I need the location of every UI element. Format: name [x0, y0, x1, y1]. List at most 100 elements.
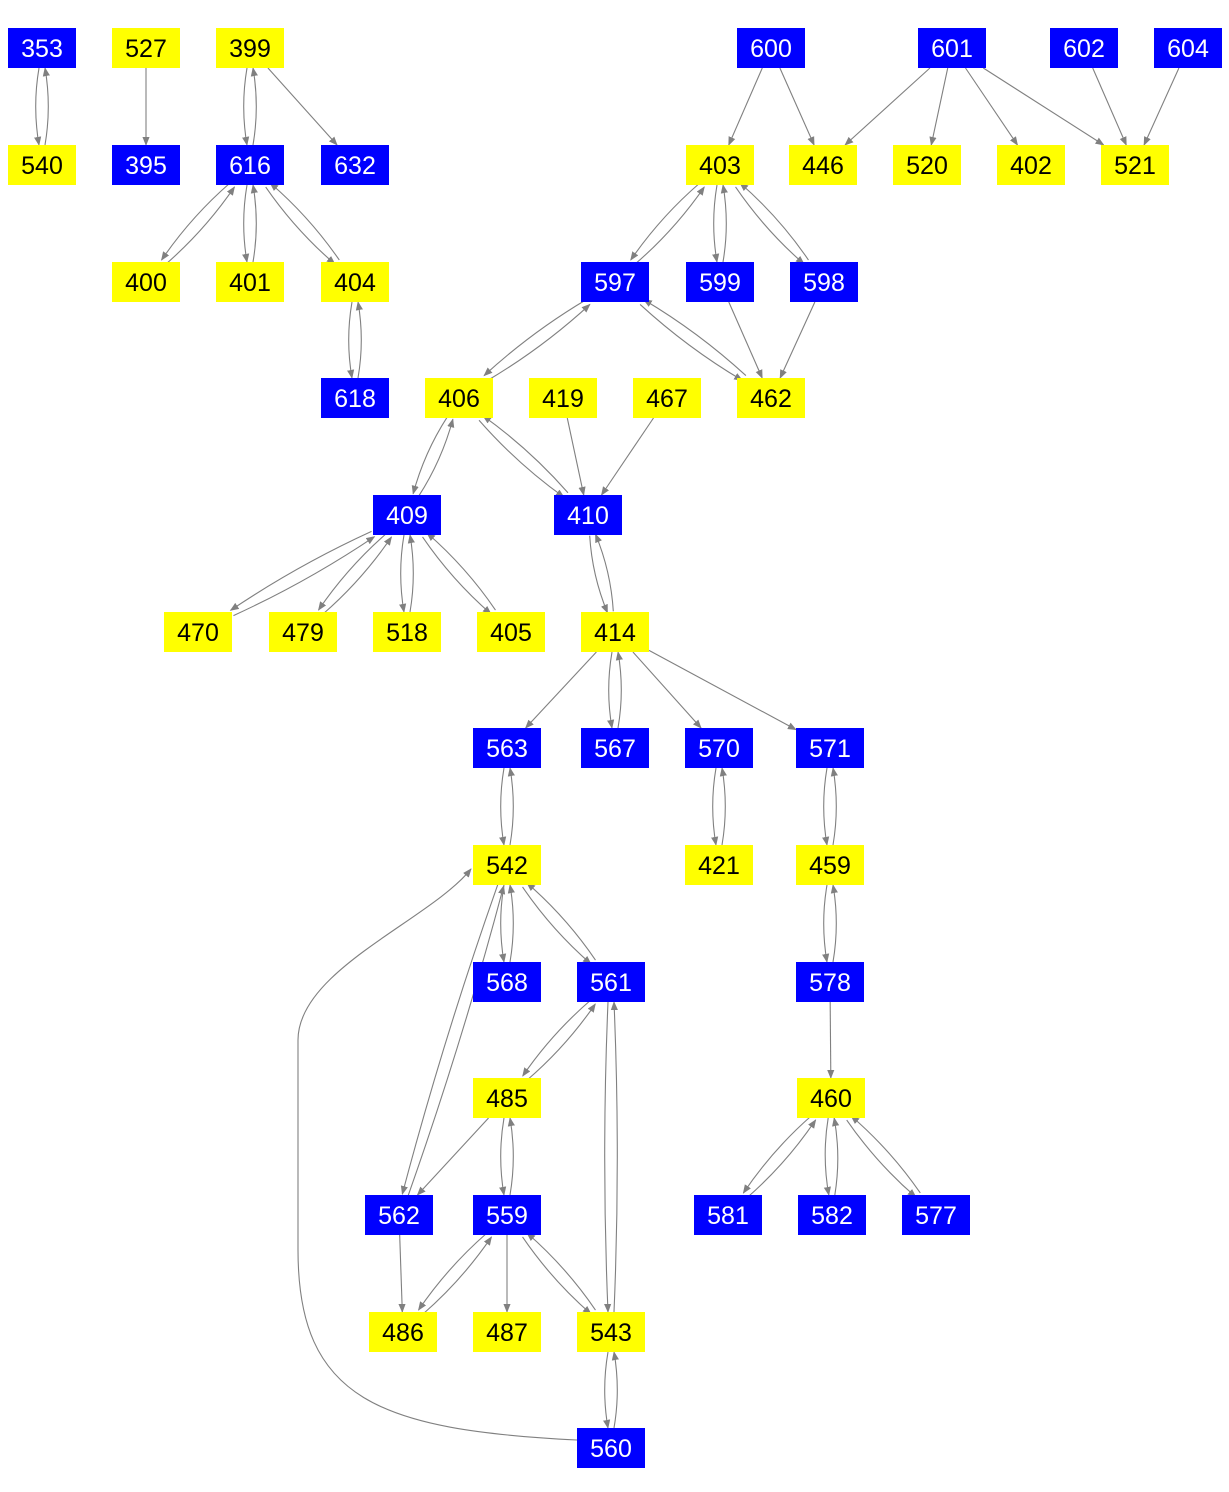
- node-label: 568: [486, 969, 528, 997]
- node-box: [686, 262, 754, 302]
- edge-460-to-582: [823, 1117, 831, 1196]
- node-446: 446: [789, 145, 857, 185]
- edge-597-to-462: [639, 304, 744, 381]
- edge-578-to-460: [827, 1001, 835, 1079]
- edge-414-to-570: [632, 651, 702, 729]
- edges-layer: [34, 67, 1180, 1441]
- edge-353-to-540: [34, 67, 42, 146]
- node-label: 601: [931, 35, 973, 63]
- node-400: 400: [112, 262, 180, 302]
- node-582: 582: [798, 1195, 866, 1235]
- node-box: [893, 145, 961, 185]
- node-label: 542: [486, 852, 528, 880]
- node-label: 460: [810, 1085, 852, 1113]
- edge-563-to-542: [499, 767, 507, 846]
- node-box: [473, 962, 541, 1002]
- edge-540-to-353: [42, 67, 50, 146]
- node-label: 618: [334, 385, 376, 413]
- node-label: 414: [594, 619, 636, 647]
- node-box: [686, 145, 754, 185]
- node-562: 562: [365, 1195, 433, 1235]
- node-box: [216, 145, 284, 185]
- edge-419-to-410: [566, 417, 586, 496]
- edge-559-to-543: [522, 1236, 592, 1315]
- node-box: [373, 612, 441, 652]
- node-label: 400: [125, 269, 167, 297]
- edge-459-to-578: [822, 884, 830, 963]
- node-box: [685, 845, 753, 885]
- node-561: 561: [577, 962, 645, 1002]
- node-460: 460: [797, 1078, 865, 1118]
- node-box: [581, 728, 649, 768]
- edge-404-to-618: [347, 301, 355, 379]
- edge-414-to-563: [525, 651, 597, 729]
- node-label: 602: [1063, 35, 1105, 63]
- node-box: [8, 28, 76, 68]
- node-box: [425, 378, 493, 418]
- node-box: [694, 1195, 762, 1235]
- edge-571-to-459: [822, 767, 830, 846]
- node-632: 632: [321, 145, 389, 185]
- node-box: [918, 28, 986, 68]
- edge-618-to-404: [355, 301, 363, 379]
- node-527: 527: [112, 28, 180, 68]
- node-label: 598: [803, 269, 845, 297]
- edge-485-to-561: [526, 1003, 596, 1081]
- node-570: 570: [685, 728, 753, 768]
- node-467: 467: [633, 378, 701, 418]
- edge-404-to-616: [269, 182, 340, 261]
- node-box: [269, 612, 337, 652]
- edge-599-to-403: [720, 184, 728, 263]
- node-label: 561: [590, 969, 632, 997]
- node-353: 353: [8, 28, 76, 68]
- edge-581-to-460: [747, 1119, 817, 1198]
- node-label: 520: [906, 152, 948, 180]
- node-label: 409: [386, 502, 428, 530]
- node-label: 527: [125, 35, 167, 63]
- node-403: 403: [686, 145, 754, 185]
- node-560: 560: [577, 1428, 645, 1468]
- edge-405-to-409: [426, 532, 496, 611]
- node-label: 470: [177, 619, 219, 647]
- node-559: 559: [473, 1195, 541, 1235]
- node-label: 599: [699, 269, 741, 297]
- edge-399-to-616: [242, 67, 250, 146]
- edge-570-to-421: [711, 767, 719, 846]
- node-box: [796, 728, 864, 768]
- edge-414-to-567: [607, 651, 615, 729]
- node-box: [321, 262, 389, 302]
- node-box: [473, 1078, 541, 1118]
- node-label: 406: [438, 385, 480, 413]
- node-568: 568: [473, 962, 541, 1002]
- node-581: 581: [694, 1195, 762, 1235]
- edge-409-to-518: [399, 534, 407, 613]
- edge-421-to-570: [719, 767, 727, 846]
- node-405: 405: [477, 612, 545, 652]
- node-box: [577, 962, 645, 1002]
- edge-406-to-410: [478, 419, 565, 498]
- node-box: [997, 145, 1065, 185]
- edge-562-to-542: [407, 885, 506, 1197]
- node-479: 479: [269, 612, 337, 652]
- node-box: [473, 1312, 541, 1352]
- node-label: 567: [594, 735, 636, 763]
- node-399: 399: [216, 28, 284, 68]
- node-box: [797, 1078, 865, 1118]
- edge-479-to-409: [322, 536, 392, 615]
- edge-399-to-632: [267, 67, 338, 146]
- edge-601-to-402: [965, 67, 1019, 146]
- edge-616-to-399: [250, 67, 258, 146]
- node-600: 600: [737, 28, 805, 68]
- edge-409-to-406: [418, 418, 455, 497]
- node-487: 487: [473, 1312, 541, 1352]
- node-label: 487: [486, 1319, 528, 1347]
- edge-542-to-561: [522, 886, 592, 965]
- node-406: 406: [425, 378, 493, 418]
- edge-485-to-559: [499, 1117, 507, 1196]
- node-box: [685, 728, 753, 768]
- edge-559-to-486: [418, 1232, 488, 1311]
- node-box: [633, 378, 701, 418]
- node-543: 543: [577, 1312, 645, 1352]
- edge-485-to-562: [416, 1117, 489, 1196]
- edge-543-to-560: [603, 1351, 611, 1429]
